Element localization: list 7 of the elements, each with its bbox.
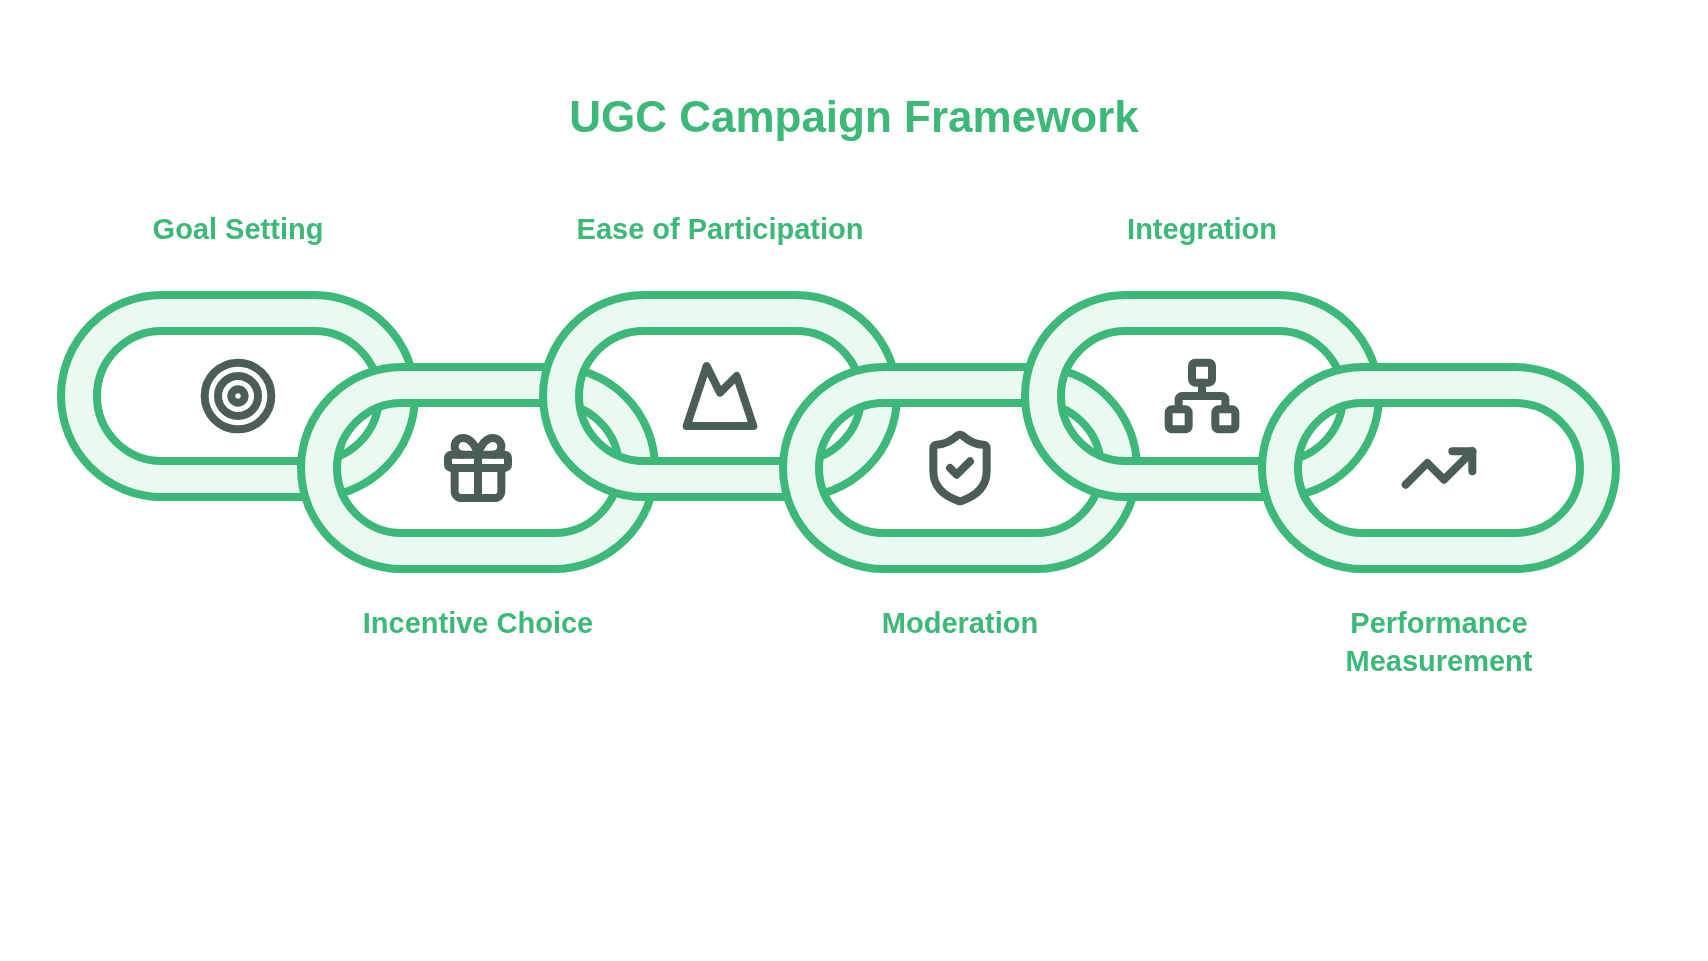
step-label: Goal Setting: [151, 212, 325, 248]
step-label: Incentive Choice: [361, 606, 595, 641]
step-label: Performance Measurement: [1344, 606, 1534, 679]
step-label: Moderation: [880, 606, 1040, 641]
diagram-title: UGC Campaign Framework: [568, 92, 1140, 142]
step-label: Ease of Participation: [575, 212, 865, 248]
step-label: Integration: [1126, 212, 1278, 248]
